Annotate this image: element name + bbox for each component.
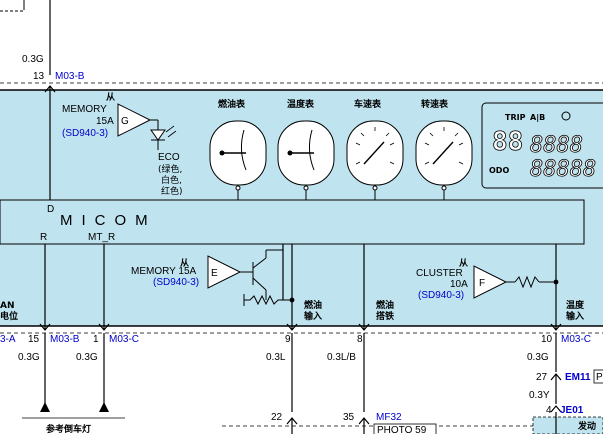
- pin-10-connector: M03-C: [561, 334, 591, 345]
- fuel-input-2: 输入: [304, 310, 322, 322]
- memory-g-arrow: 从: [106, 92, 115, 103]
- eco-label: ECO: [158, 152, 180, 163]
- wire-03y: 0.3Y: [529, 390, 550, 401]
- temp-input-2: 输入: [566, 310, 584, 322]
- cluster-arrow: 从: [459, 258, 468, 269]
- cluster-f-triangle: [473, 265, 508, 299]
- micom-pin-d: D: [47, 204, 54, 215]
- lcd-display: TRIP A|B 88 8888 88888 ODO: [481, 102, 603, 189]
- gauge-label-rpm: 转速表: [421, 98, 449, 110]
- lcd-digits-row2: 88888: [530, 157, 596, 182]
- pin-1-connector: M03-C: [109, 334, 139, 345]
- memory-g-block: G: [121, 116, 129, 127]
- bottom-wires: [44, 333, 557, 412]
- eco-color-1: (绿色,: [158, 163, 182, 175]
- engine-label: 发动: [577, 420, 596, 432]
- gauge-leads: [237, 190, 445, 200]
- left-partial-2: 电位: [0, 310, 18, 322]
- micom-label: MICOM: [60, 212, 157, 229]
- top-pin-number: 13: [33, 71, 45, 82]
- micom-pin-r: R: [40, 232, 47, 243]
- pin-27: 27: [536, 372, 548, 383]
- temp-input-1: 温度: [566, 299, 585, 311]
- wire-15-color: 0.3G: [18, 352, 40, 363]
- em11-box: [593, 369, 603, 384]
- wire-9-color: 0.3L: [266, 352, 286, 363]
- engine-block: [532, 416, 603, 434]
- memory-g-amps: 15A: [96, 116, 114, 127]
- wire-1-color: 0.3G: [76, 352, 98, 363]
- memory-e-arrow: 从: [180, 258, 189, 269]
- lcd-large-digits: 88: [492, 127, 523, 157]
- photo-box: [373, 423, 437, 434]
- wire-10-color: 0.3G: [527, 352, 549, 363]
- eco-led-icon: [150, 129, 166, 141]
- reverse-lamp-arrow-right: [99, 402, 109, 412]
- gauge-rpm: [415, 120, 473, 191]
- em11-box-label: P: [596, 372, 603, 383]
- gauge-temp: [277, 120, 335, 191]
- pin-9: 9: [285, 334, 291, 345]
- pin-4: 4: [546, 405, 552, 416]
- fuel-ground-1: 燃油: [376, 299, 394, 311]
- left-partial-1: AN: [0, 301, 15, 311]
- cluster-f-block: F: [479, 278, 485, 289]
- pin-10: 10: [541, 334, 553, 345]
- fuel-input-1: 燃油: [304, 299, 322, 311]
- em11-connector: EM11: [565, 372, 591, 383]
- eco-led-ray-2: [167, 130, 177, 138]
- eco-led-ray-1: [165, 125, 175, 133]
- wire-8-color: 0.3L/B: [327, 352, 356, 363]
- eco-color-2: 白色,: [161, 174, 182, 186]
- micom-down-wires: [44, 244, 557, 330]
- memory-e-ref: (SD940-3): [153, 277, 199, 288]
- junction-fuel: [289, 297, 295, 303]
- pin-15: 15: [28, 334, 40, 345]
- photo-label: PHOTO 59: [377, 425, 427, 434]
- pin-35: 35: [343, 412, 355, 423]
- lcd-ab-label: A|B: [530, 113, 545, 122]
- lcd-trip-label: TRIP: [505, 113, 526, 122]
- reverse-lamp-label: 参考倒车灯: [46, 423, 91, 434]
- pin-15-connector: M03-B: [50, 334, 80, 345]
- left-connector: 3-A: [0, 334, 16, 345]
- top-wire-color: 0.3G: [22, 54, 44, 65]
- pin-1: 1: [93, 334, 99, 345]
- cluster-resistor: [506, 275, 556, 289]
- micom-block: [0, 199, 585, 245]
- pin-22: 22: [271, 412, 283, 423]
- je01-connector: JE01: [560, 405, 584, 416]
- memory-g-triangle: [117, 103, 152, 137]
- mf32-connector: MF32: [376, 412, 402, 423]
- fuel-ground-2: 搭铁: [376, 310, 394, 322]
- cluster-amps: 10A: [450, 279, 468, 290]
- lcd-digits-row1: 8888: [530, 133, 583, 158]
- cluster-ref: (SD940-3): [418, 290, 464, 301]
- memory-e-triangle: [207, 255, 242, 289]
- gauge-label-temp: 温度表: [287, 98, 315, 110]
- cluster-label: CLUSTER: [416, 268, 463, 279]
- micom-pin-mtr: MT_R: [88, 232, 115, 243]
- gauge-label-fuel: 燃油表: [218, 98, 246, 110]
- memory-g-label: MEMORY: [62, 104, 107, 115]
- memory-e-label: MEMORY 15A: [131, 266, 197, 277]
- bottom-connector-chevrons: [39, 323, 562, 331]
- transistor-e: [240, 249, 292, 306]
- gauge-speed: [346, 120, 404, 191]
- lcd-clock-icon: [561, 111, 571, 121]
- lcd-odo-label: ODO: [489, 166, 509, 175]
- pin-8: 8: [357, 334, 363, 345]
- eco-color-3: 红色): [161, 185, 183, 197]
- gauge-label-speed: 车速表: [354, 98, 382, 110]
- gauge-fuel: [209, 120, 267, 191]
- memory-e-block: E: [211, 268, 218, 279]
- memory-g-ref: (SD940-3): [62, 128, 108, 139]
- junction-temp: [553, 279, 559, 285]
- pin-4-chevron: [550, 405, 562, 413]
- top-connector: M03-B: [55, 71, 85, 82]
- reverse-lamp-arrow-left: [40, 402, 50, 412]
